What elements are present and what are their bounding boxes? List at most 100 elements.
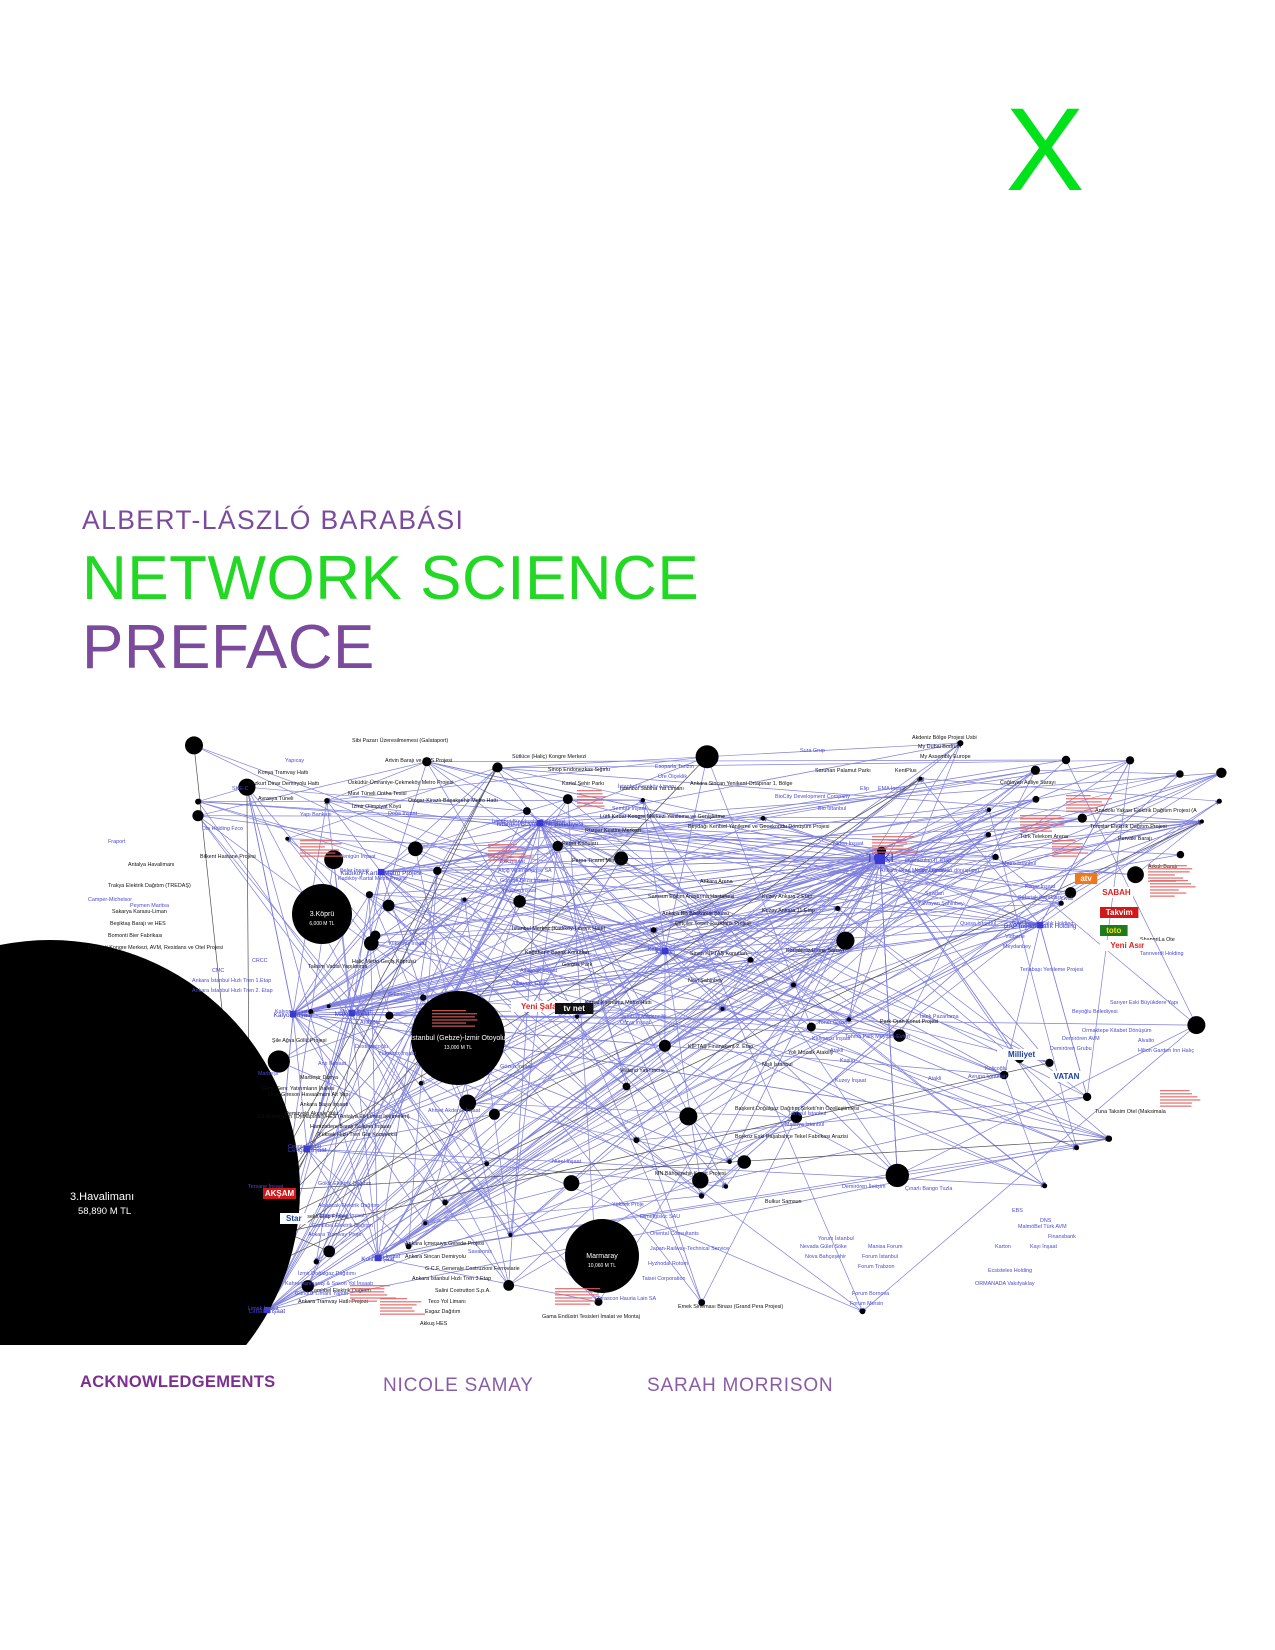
network-edge [374, 902, 1062, 938]
network-edge [377, 769, 1037, 1259]
network-edge [1038, 924, 1088, 1097]
network-edge [1003, 1074, 1046, 1187]
network-label: Karadeniz Erime Sanayi [786, 948, 844, 954]
network-annotation-line [300, 846, 325, 848]
network-label: KİPTAŞ Finanskent 2. Etap [688, 1043, 753, 1050]
network-edge [1039, 759, 1131, 926]
network-annotation-line [380, 1313, 425, 1315]
network-label: Taisei Corporation [642, 1276, 685, 1282]
network-edge [197, 801, 666, 952]
network-edge [879, 858, 1050, 1064]
network-edge [426, 761, 666, 952]
network-edge [292, 1013, 600, 1303]
network-edge [245, 786, 294, 1015]
network-label: Karadeniz Erime Sanayi [788, 948, 846, 954]
network-annotation-line [1160, 1105, 1192, 1107]
network-edge [899, 1035, 1005, 1076]
network-node [1058, 900, 1064, 906]
network-label: Güleriner [388, 992, 410, 998]
network-annotation-line [577, 790, 602, 792]
network-edge [1135, 821, 1203, 875]
network-annotation-line [577, 793, 603, 795]
network-edge [539, 755, 708, 824]
network-edge [408, 834, 989, 1248]
network-node-major [565, 1219, 639, 1293]
network-node [192, 810, 204, 822]
network-annotation-line [577, 805, 605, 807]
network-label: Atakli [928, 1076, 941, 1082]
network-node [957, 740, 964, 747]
network-node-label: Marmaray [586, 1253, 618, 1260]
network-logo: Yeni Şafak [511, 1001, 571, 1012]
network-node [238, 778, 256, 796]
network-node [790, 1111, 803, 1124]
network-label: Ankara Sincan Demiryolu [405, 1254, 466, 1260]
network-edge [810, 772, 1222, 1028]
network-edge [426, 761, 578, 1017]
network-edge [467, 1100, 797, 1118]
network-annotation-line [488, 856, 533, 858]
network-edge [539, 822, 898, 1176]
network-node [1030, 765, 1040, 775]
network-edge [539, 822, 703, 1304]
network-label: Sembiz İnşaat [612, 805, 647, 812]
network-label: Yoli Mozaik Atakilly [788, 1050, 834, 1056]
network-edge [664, 771, 1223, 952]
network-logo-label: toto [1106, 926, 1121, 935]
network-edge [377, 1106, 467, 1259]
network-edge [620, 858, 795, 986]
network-annotation-line [300, 855, 343, 857]
network-edge [1034, 768, 1180, 775]
network-annotation-line [577, 802, 603, 804]
network-annotation-line [1020, 821, 1049, 823]
network-node [1176, 770, 1184, 778]
network-logo-bg [1100, 940, 1155, 951]
network-label: Sura Grup [800, 748, 825, 754]
network-hub-label: Kalyon [655, 949, 675, 956]
network-edge [197, 815, 1084, 821]
network-label: Taksim Vadisi Yapılanma [308, 964, 367, 970]
network-label: Ankara BB Başkanlık Binası [662, 911, 729, 917]
network-label: CMC [212, 968, 224, 974]
network-edge [197, 799, 541, 824]
network-label: Cengiz İnşaat [288, 1143, 321, 1150]
network-logo-bg [555, 1003, 594, 1014]
network-label: Çamlıbel Elektrik Dağıtım [312, 1223, 373, 1229]
network-edge [286, 836, 881, 860]
network-edge [371, 942, 901, 1038]
network-edge [497, 767, 900, 1036]
network-label: Albayrak İnşaat [520, 967, 558, 974]
network-label: Camper-Michelsor [88, 897, 132, 903]
credits-bar: ACKNOWLEDGEMENTS NICOLE SAMAY SARAH MORR… [80, 1373, 1080, 1403]
network-logo-label: Star [286, 1214, 302, 1223]
network-annotation-line [1160, 1093, 1192, 1095]
network-annotation-line [300, 840, 334, 842]
network-annotation-line [1066, 798, 1112, 800]
network-hub-label: İstanbul Büyükşehir Belediyesi [497, 819, 584, 828]
network-hub-label: TOKİ [866, 851, 894, 865]
book-title: NETWORK SCIENCE [82, 544, 700, 614]
network-edge [722, 772, 1223, 1010]
network-annotation-line [1160, 1099, 1201, 1101]
network-logo-bg [1050, 1071, 1083, 1082]
network-edge [377, 950, 666, 1259]
network-annotation-line [488, 850, 512, 852]
network-edge [508, 1117, 798, 1286]
network-edge [266, 1026, 812, 1311]
network-node [1077, 813, 1087, 823]
network-label: Fraport [108, 839, 126, 845]
network-annotation-line [1020, 818, 1065, 820]
network-annotation-line [555, 1291, 594, 1293]
network-edge [292, 845, 558, 1015]
network-label: Vialand Yatırımcısı [620, 1068, 665, 1074]
network-edge [326, 761, 427, 802]
network-edge [325, 800, 379, 1259]
network-label: Elip [860, 786, 869, 792]
network-label: Samsun Eğitim Araştırma Hastanesi [648, 894, 734, 900]
network-annotation-line [577, 796, 607, 798]
network-annotation-line [1052, 846, 1082, 848]
network-annotation-line [555, 1297, 593, 1299]
network-label: Beler İnşaat [340, 867, 369, 874]
network-edge [193, 745, 1051, 1064]
